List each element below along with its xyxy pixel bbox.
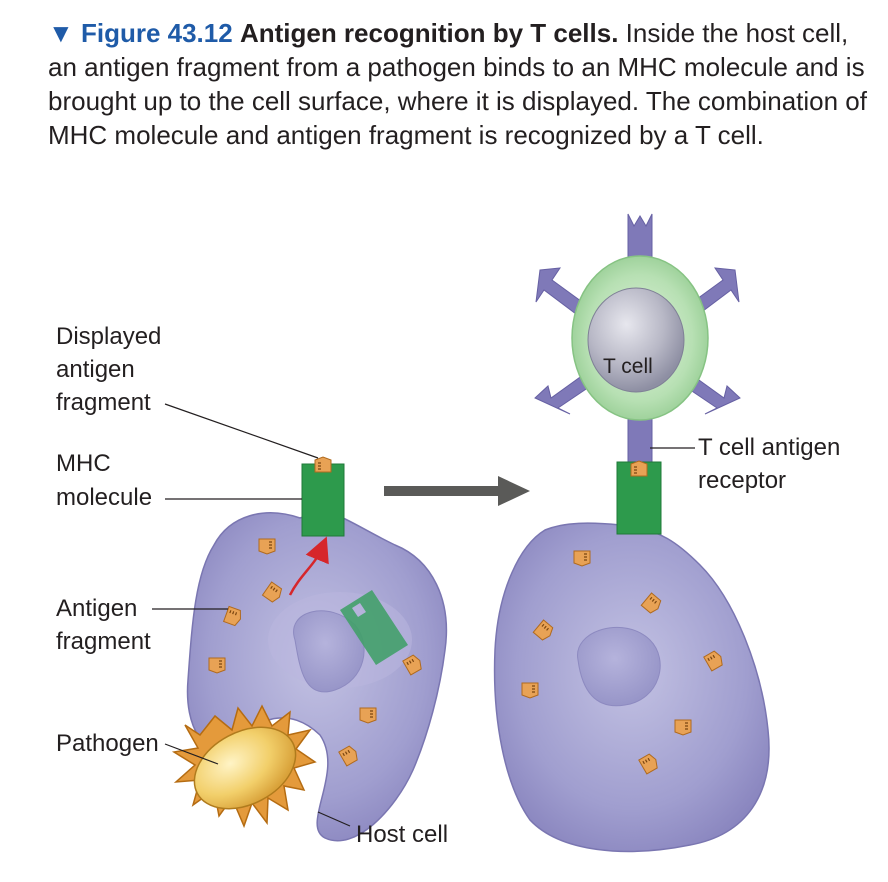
antigen-fragment: [573, 550, 591, 567]
label-pathogen: Pathogen: [56, 730, 159, 757]
antigen-fragment: [208, 657, 226, 674]
pathogen: [171, 704, 317, 829]
figure-caption-text: Inside the host cell, an antigen fragmen…: [48, 18, 867, 150]
label-host-cell: Host cell: [356, 821, 448, 848]
antigen-fragment: [359, 707, 377, 724]
label-t-cell-receptor: T cell antigen receptor: [698, 434, 847, 494]
figure-number: Figure 43.12: [80, 18, 233, 48]
label-t-cell: T cell: [603, 355, 653, 378]
figure-caption: ▼ Figure 43.12 Antigen recognition by T …: [48, 16, 878, 152]
t-cell-nucleus: [587, 287, 685, 393]
host-cell-nucleus: [293, 610, 365, 693]
process-arrow: [384, 476, 530, 506]
figure-title: Antigen recognition by T cells.: [239, 18, 619, 48]
antigen-presenting-cell-nucleus: [577, 626, 661, 707]
antigen-fragment: [674, 719, 692, 736]
label-displayed-antigen: Displayed antigen fragment: [56, 323, 168, 416]
leader-lines: [152, 403, 695, 827]
internal-mhc-molecule: [340, 590, 408, 665]
loading-arrow: [288, 536, 329, 596]
antigen-fragment: [521, 682, 539, 699]
bound-antigen-fragment: [630, 460, 648, 477]
antigen-fragment: [258, 538, 276, 555]
figure-marker: ▼: [48, 18, 74, 48]
mhc-molecule: [301, 463, 345, 537]
label-antigen-fragment: Antigen fragment: [56, 595, 151, 655]
displayed-antigen-fragment: [314, 456, 332, 473]
label-mhc-molecule: MHC molecule: [56, 450, 152, 511]
